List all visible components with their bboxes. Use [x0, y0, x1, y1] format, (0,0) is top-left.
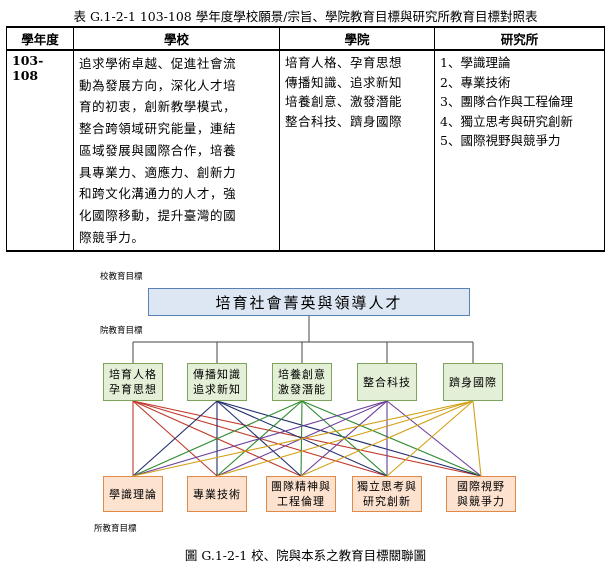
- college-line: 培育人格、孕育思想: [285, 55, 403, 70]
- school-line: 化國際移動，提升臺灣的國: [79, 207, 237, 223]
- dept-goal-box-3: 團隊精神與工程倫理: [266, 476, 336, 512]
- college-goal-box-2: 傳播知識追求新知: [187, 363, 247, 401]
- school-line: 追求學術卓越、促進社會流: [79, 56, 237, 71]
- header-dept: 研究所: [434, 26, 605, 51]
- school-line: 整合跨領域研究能量，連結: [79, 121, 237, 137]
- school-line: 和跨文化溝通力的人才，強: [79, 186, 237, 202]
- dept-goal-box-5: 國際視野與競爭力: [446, 476, 516, 512]
- dept-goal-label: 所教育目標: [94, 524, 137, 534]
- dept-item: 1、學識理論: [440, 55, 511, 70]
- college-goal-box-5: 躋身國際: [443, 363, 503, 401]
- dept-item: 4、獨立思考與研究創新: [440, 113, 573, 129]
- box-text: 培育人格: [109, 368, 157, 381]
- box-text: 學識理論: [109, 487, 157, 501]
- box-text: 傳播知識: [193, 368, 241, 381]
- box-text: 專業技術: [193, 487, 241, 501]
- school-line: 際競爭力。: [79, 229, 145, 245]
- dept-goal-box-1: 學識理論: [103, 476, 163, 512]
- college-line: 培養創意、激發潛能: [285, 94, 403, 109]
- box-text: 激發潛能: [278, 383, 326, 396]
- college-goal-box-1: 培育人格孕育思想: [103, 363, 163, 401]
- box-text: 國際視野: [457, 480, 505, 493]
- box-text: 追求新知: [193, 383, 241, 396]
- dept-goal-box-4: 獨立思考與研究創新: [352, 476, 422, 512]
- dept-item: 5、國際視野與競爭力: [440, 133, 561, 148]
- relation-lines: [132, 400, 482, 477]
- box-text: 躋身國際: [449, 375, 497, 389]
- box-text: 研究創新: [363, 495, 411, 508]
- box-text: 培養創意: [278, 368, 326, 381]
- college-goal-box-4: 整合科技: [357, 363, 417, 401]
- dept-item: 2、專業技術: [440, 74, 511, 90]
- school-line: 育的初衷，創新教學模式，: [79, 99, 237, 115]
- school-goal-cell: 追求學術卓越、促進社會流 動為發展方向，深化人才培 育的初衷，創新教學模式， 整…: [73, 49, 280, 253]
- college-goal-cell: 培育人格、孕育思想 傳播知識、追求新知 培養創意、激發潛能 整合科技、躋身國際: [279, 49, 435, 253]
- figure-caption: 圖 G.1-2-1 校、院與本系之教育目標關聯圖: [184, 548, 427, 563]
- header-year: 學年度: [6, 26, 74, 51]
- header-school: 學校: [73, 26, 280, 51]
- college-goal-label: 院教育目標: [100, 326, 143, 336]
- school-line: 區域發展與國際合作，培養: [79, 142, 237, 158]
- school-line: 動為發展方向，深化人才培: [79, 77, 237, 93]
- box-text: 獨立思考與: [357, 480, 417, 493]
- college-line: 整合科技、躋身國際: [285, 113, 403, 129]
- school-line: 具專業力、適應力、創新力: [79, 164, 237, 180]
- header-college: 學院: [279, 26, 435, 51]
- school-goal-label: 校教育目標: [100, 272, 143, 282]
- tree-connectors: [132, 316, 474, 363]
- college-line: 傳播知識、追求新知: [285, 74, 403, 90]
- table-header-row: 學年度 學校 學院 研究所: [6, 26, 605, 51]
- box-text: 整合科技: [363, 375, 411, 389]
- box-text: 團隊精神與: [271, 480, 331, 493]
- dept-goal-box-2: 專業技術: [187, 476, 247, 512]
- table-caption: 表 G.1-2-1 103-108 學年度學校願景/宗旨、學院教育目標與研究所教…: [73, 9, 538, 24]
- box-text: 孕育思想: [109, 383, 157, 396]
- school-goal-box: 培育社會菁英與領導人才: [148, 288, 470, 316]
- table-row: 103-108 追求學術卓越、促進社會流 動為發展方向，深化人才培 育的初衷，創…: [6, 49, 605, 253]
- box-text: 與競爭力: [457, 495, 505, 508]
- goals-table: 學年度 學校 學院 研究所 103-108 追求學術卓越、促進社會流 動為發展方…: [6, 26, 605, 253]
- box-text: 工程倫理: [277, 495, 325, 508]
- college-goal-box-3: 培養創意激發潛能: [272, 363, 332, 401]
- dept-goal-cell: 1、學識理論 2、專業技術 3、團隊合作與工程倫理 4、獨立思考與研究創新 5、…: [434, 49, 605, 253]
- dept-item: 3、團隊合作與工程倫理: [440, 94, 573, 109]
